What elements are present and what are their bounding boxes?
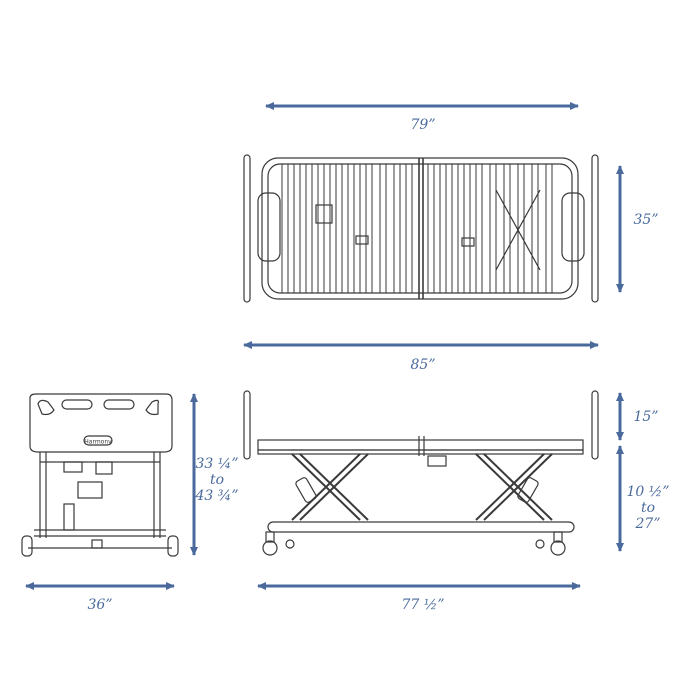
headboard-height-label: 15” (633, 409, 659, 425)
deck-height-max: 27” (635, 516, 661, 533)
side-length-label: 77 ½” (401, 597, 445, 613)
end-height-label: 33 ¼” to 43 ¾” (192, 456, 242, 504)
top-width-label: 35” (633, 212, 659, 228)
deck-height-label: 10 ½” to 27” (624, 484, 672, 532)
end-height-to: to (209, 472, 225, 489)
deck-height-from: 10 ½” (626, 484, 670, 500)
deck-height-to: to (640, 500, 656, 517)
brand-logo: Harmony (84, 438, 112, 445)
end-view-bed: Harmony (21, 393, 179, 557)
side-view-bed (243, 390, 599, 556)
end-height-from: 33 ¼” (195, 456, 239, 472)
end-height-max: 43 ¾” (195, 488, 239, 505)
top-inner-length-label: 79” (410, 117, 436, 133)
top-view-bed (243, 154, 599, 303)
end-width-label: 36” (87, 597, 113, 613)
top-outer-length-label: 85” (410, 357, 436, 373)
